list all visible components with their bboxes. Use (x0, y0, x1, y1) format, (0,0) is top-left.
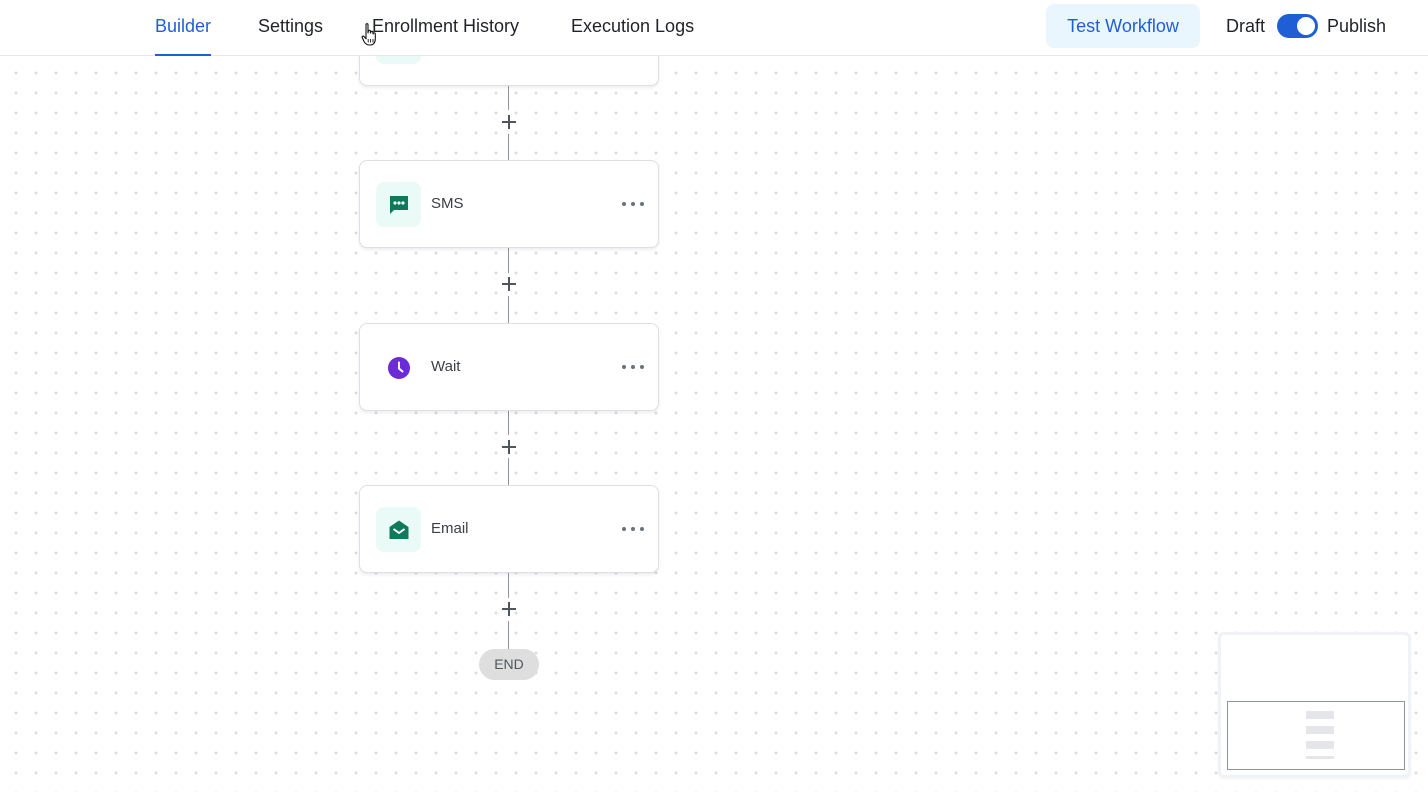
more-options-icon[interactable] (622, 194, 644, 214)
top-navigation-bar: Builder Settings Enrollment History Exec… (0, 0, 1428, 56)
more-options-icon[interactable] (622, 519, 644, 539)
add-step-button[interactable] (498, 598, 520, 620)
clock-icon (376, 345, 421, 390)
add-step-button[interactable] (498, 111, 520, 133)
connector-line (508, 296, 509, 323)
workflow-node-sms[interactable]: SMS (359, 160, 659, 248)
test-workflow-button[interactable]: Test Workflow (1046, 4, 1200, 48)
connector-line (508, 458, 509, 486)
tab-builder[interactable]: Builder (155, 0, 212, 56)
add-step-button[interactable] (498, 273, 520, 295)
tab-enrollment-history[interactable]: Enrollment History (372, 16, 520, 36)
workflow-node-wait[interactable]: Wait (359, 323, 659, 411)
draft-label: Draft (1226, 16, 1266, 36)
tab-settings[interactable]: Settings (258, 16, 324, 36)
connector-line (508, 86, 509, 110)
connector-line (508, 621, 509, 649)
node-label: Email (431, 520, 469, 537)
end-marker: END (479, 649, 539, 680)
minimap-node (1306, 726, 1334, 734)
minimap-viewport[interactable] (1227, 701, 1405, 770)
email-icon (376, 507, 421, 552)
sms-icon (376, 182, 421, 227)
node-label: Wait (431, 358, 461, 375)
workflow-node-email[interactable]: Email (359, 485, 659, 573)
hand-cursor-icon (361, 23, 376, 46)
minimap-node (1306, 741, 1334, 749)
publish-label: Publish (1327, 16, 1387, 36)
connector-line (508, 573, 509, 598)
connector-line (508, 410, 509, 435)
more-options-icon[interactable] (622, 357, 644, 377)
minimap-end (1306, 756, 1334, 759)
toggle-knob (1297, 17, 1315, 35)
minimap[interactable] (1218, 632, 1411, 778)
minimap-node (1306, 711, 1334, 719)
publish-toggle[interactable] (1277, 14, 1318, 38)
connector-line (508, 248, 509, 273)
tab-execution-logs[interactable]: Execution Logs (571, 16, 695, 36)
connector-line (508, 134, 509, 161)
node-label: SMS (431, 195, 464, 212)
add-step-button[interactable] (498, 436, 520, 458)
